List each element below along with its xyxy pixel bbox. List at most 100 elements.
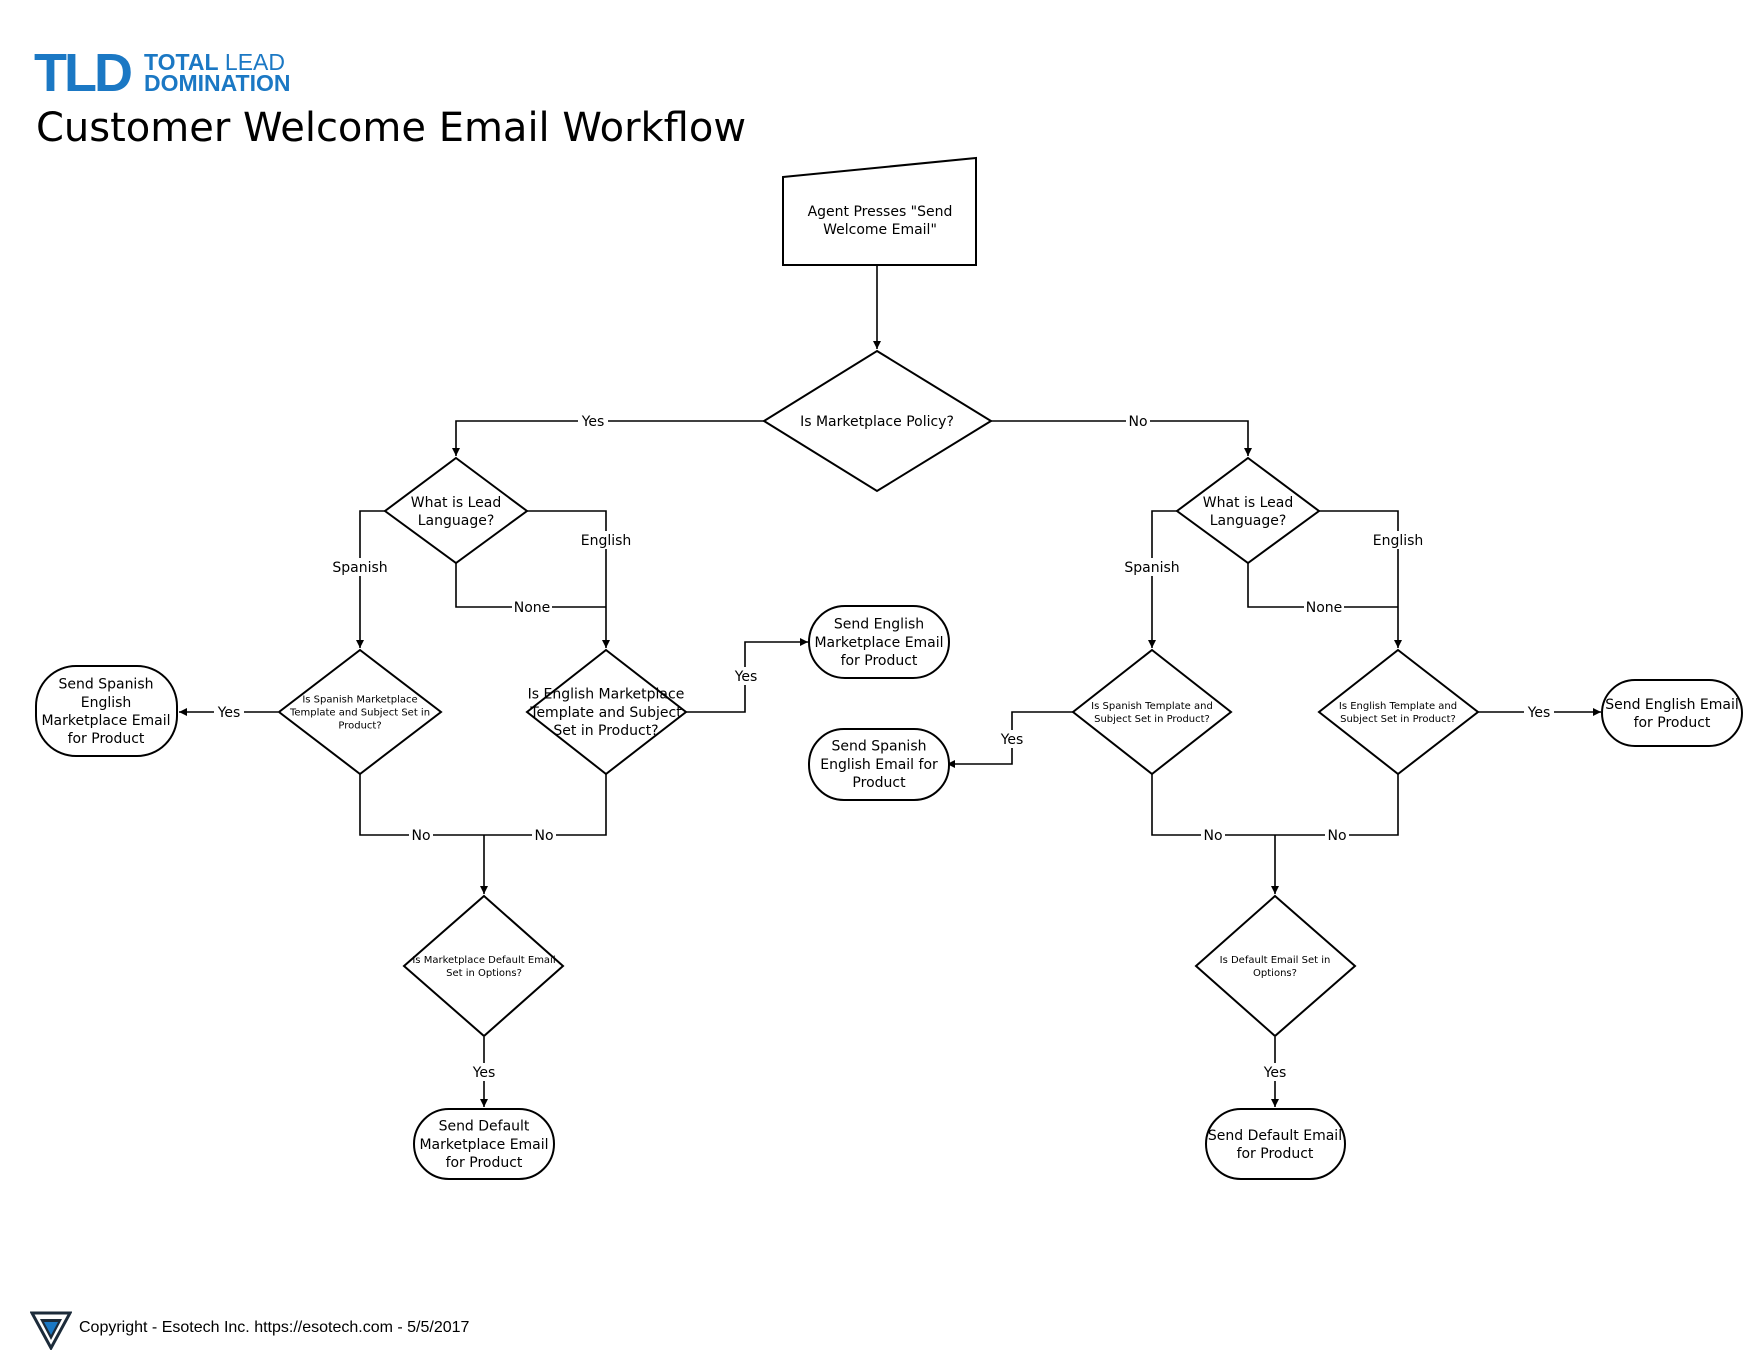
label-yes-mkt-default: Yes bbox=[472, 1065, 496, 1081]
label-english-right: English bbox=[1373, 533, 1424, 549]
node-text-line: Template and Subject Set in bbox=[289, 708, 430, 719]
label-yes-marketplace: Yes bbox=[581, 414, 605, 430]
node-terminal-english: Send English Email for Product bbox=[1601, 679, 1743, 747]
node-text-line: for Product bbox=[446, 1155, 523, 1171]
edge-marketplace-yes bbox=[452, 420, 764, 456]
node-text-line: Subject Set in Product? bbox=[1340, 714, 1456, 725]
label-yes-spanish-tpl: Yes bbox=[1000, 732, 1024, 748]
node-text-line: Is Default Email Set in bbox=[1220, 955, 1331, 966]
node-terminal-english-text: Send English Email for Product bbox=[1605, 697, 1739, 731]
node-text-line: Options? bbox=[1253, 968, 1297, 979]
edge-right-english bbox=[1319, 510, 1402, 648]
logo-mark: TLD bbox=[34, 43, 133, 103]
edge-left-english bbox=[527, 510, 610, 648]
edge-english-mkt-no bbox=[484, 774, 607, 836]
logo-wordmark: TOTAL LEAD DOMINATION bbox=[144, 49, 291, 96]
node-text-line: Product? bbox=[338, 721, 381, 732]
node-text-line: Is Marketplace Default Email bbox=[412, 955, 555, 966]
node-text-line: Language? bbox=[418, 513, 495, 529]
label-yes-default: Yes bbox=[1263, 1065, 1287, 1081]
node-text-line: Is Spanish Marketplace bbox=[302, 695, 417, 706]
label-no-marketplace: No bbox=[1128, 414, 1147, 430]
edge-spanish-mkt-no bbox=[359, 774, 484, 836]
edge-english-tpl-no bbox=[1275, 774, 1399, 836]
logo-word-lead: LEAD bbox=[224, 49, 286, 75]
node-text-line: Is English Marketplace bbox=[528, 687, 685, 703]
edge-left-spanish bbox=[356, 510, 385, 648]
label-yes-english-mkt: Yes bbox=[734, 669, 758, 685]
node-text-line: Set in Product? bbox=[553, 723, 658, 739]
node-decision-default: Is Default Email Set in Options? bbox=[1194, 894, 1357, 1038]
node-text-line: English Email for bbox=[820, 757, 938, 773]
esotech-logo-icon bbox=[30, 1311, 72, 1350]
node-text-line: Marketplace Email bbox=[419, 1137, 548, 1153]
node-text-line: Product bbox=[852, 775, 906, 791]
node-decision-marketplace: Is Marketplace Policy? bbox=[762, 349, 993, 493]
edge-left-none bbox=[455, 563, 606, 608]
node-text-line: for Product bbox=[1634, 715, 1711, 731]
node-text-line: Send English Email bbox=[1605, 697, 1739, 713]
node-text-line: Send Spanish bbox=[832, 739, 927, 755]
label-english-left: English bbox=[581, 533, 632, 549]
label-none-left: None bbox=[514, 600, 551, 616]
node-text-line: Language? bbox=[1210, 513, 1287, 529]
edge-right-none bbox=[1247, 563, 1398, 608]
node-text-line: Is Marketplace Policy? bbox=[800, 414, 954, 430]
label-no-spanish-tpl: No bbox=[1203, 828, 1222, 844]
node-decision-marketplace-text: Is Marketplace Policy? bbox=[800, 414, 954, 430]
label-no-spanish-mkt: No bbox=[411, 828, 430, 844]
label-spanish-left: Spanish bbox=[332, 560, 387, 576]
page-title: Customer Welcome Email Workflow bbox=[36, 105, 747, 151]
edge-labels: Yes No Spanish English None Yes Yes No N… bbox=[214, 412, 1554, 1081]
node-text-line: Marketplace Email bbox=[814, 635, 943, 651]
node-decision-default-text: Is Default Email Set in Options? bbox=[1220, 955, 1331, 979]
node-text-line: for Product bbox=[68, 731, 145, 747]
node-text-line: What is Lead bbox=[411, 495, 502, 511]
node-text-line: Marketplace Email bbox=[41, 713, 170, 729]
node-text-line: Send Default Email bbox=[1208, 1128, 1342, 1144]
logo-word-total: TOTAL bbox=[144, 49, 219, 75]
label-yes-spanish-mkt: Yes bbox=[217, 705, 241, 721]
label-spanish-right: Spanish bbox=[1124, 560, 1179, 576]
label-no-english-mkt: No bbox=[534, 828, 553, 844]
node-text-line: Is English Template and bbox=[1339, 701, 1457, 712]
node-text-line: Send English bbox=[834, 617, 924, 633]
label-no-english-tpl: No bbox=[1327, 828, 1346, 844]
node-text-line: What is Lead bbox=[1203, 495, 1294, 511]
node-text-line: Template and Subject bbox=[529, 705, 682, 721]
edge-marketplace-no bbox=[991, 420, 1252, 456]
edge-right-spanish bbox=[1148, 510, 1177, 648]
node-text-line: Welcome Email" bbox=[823, 222, 937, 238]
label-yes-english-tpl: Yes bbox=[1527, 705, 1551, 721]
node-text-line: Send Spanish bbox=[59, 677, 154, 693]
label-none-right: None bbox=[1306, 600, 1343, 616]
node-text-line: Subject Set in Product? bbox=[1094, 714, 1210, 725]
logo-word-domination: DOMINATION bbox=[144, 70, 291, 96]
footer-copyright: Copyright - Esotech Inc. https://esotech… bbox=[79, 1319, 470, 1336]
